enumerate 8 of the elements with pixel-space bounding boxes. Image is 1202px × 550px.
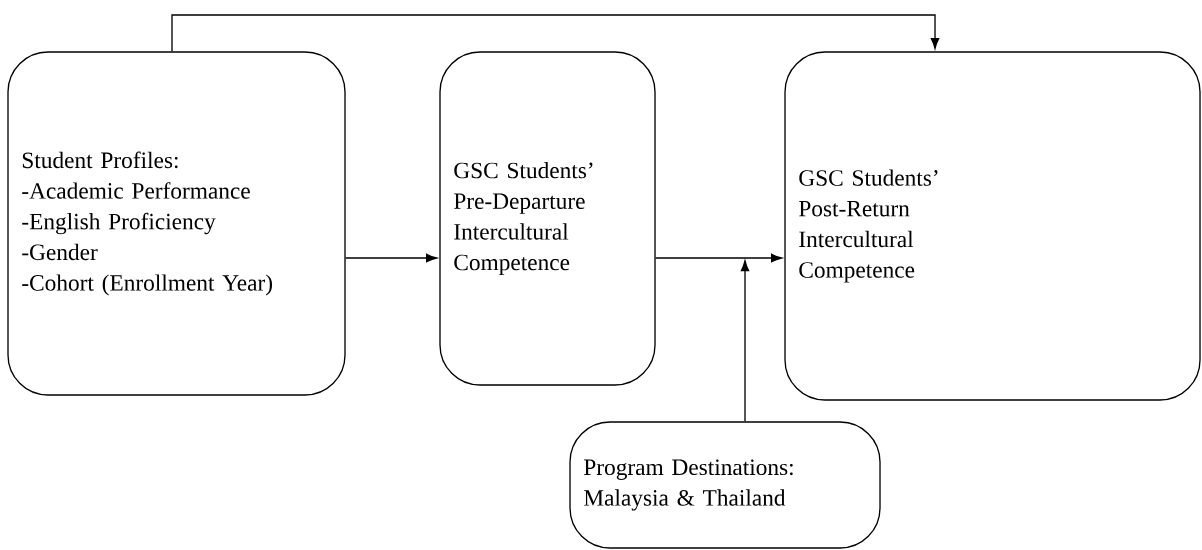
rounded-box: GSC Students’ Pre-Departure Intercultural Competence bbox=[439, 51, 656, 386]
arrow bbox=[345, 253, 438, 263]
arrow bbox=[655, 253, 783, 263]
arrow bbox=[740, 260, 750, 422]
rounded-box: GSC Students’ Post-Return Intercultural Competence bbox=[784, 51, 1201, 401]
rounded-box: Program Destinations: Malaysia & Thailand bbox=[569, 421, 881, 549]
arrow bbox=[171, 14, 940, 52]
rounded-box: Student Profiles: -Academic Performance -English Proficiency -Gender -Cohort (Enrollment Year) bbox=[7, 51, 346, 396]
